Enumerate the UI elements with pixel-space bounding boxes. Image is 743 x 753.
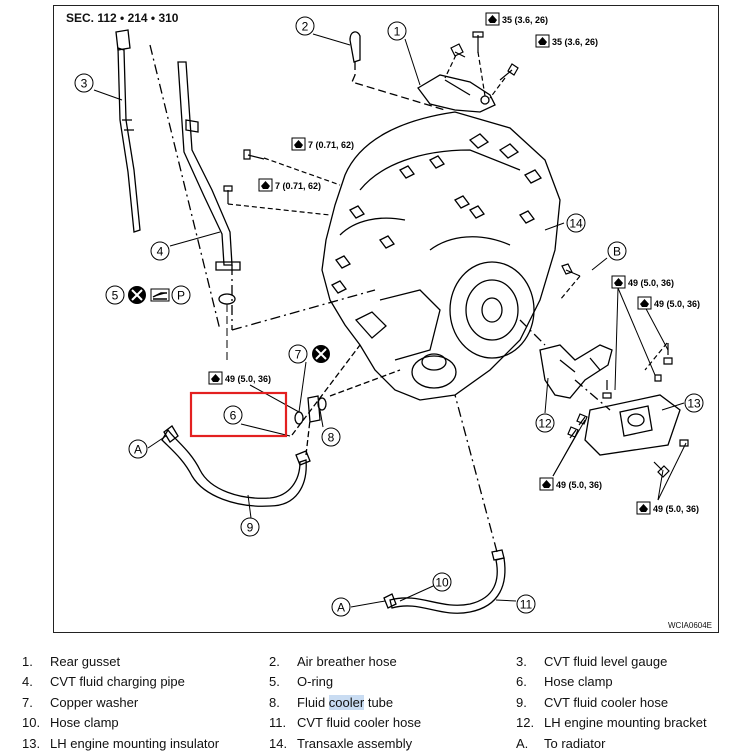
svg-text:A: A <box>134 443 142 457</box>
highlighted-word: cooler <box>328 695 365 710</box>
charging-pipe-drawing <box>149 44 376 331</box>
letter-circle-a2: A <box>331 597 351 617</box>
svg-text:7 (0.71, 62): 7 (0.71, 62) <box>308 140 354 150</box>
svg-text:8: 8 <box>328 431 335 445</box>
callout-10: 10 <box>432 572 452 592</box>
svg-text:14: 14 <box>569 217 583 231</box>
apply-fluid-icon <box>150 288 170 302</box>
callout-13: 13 <box>684 393 704 413</box>
svg-text:P: P <box>177 289 185 303</box>
svg-text:13: 13 <box>687 397 701 411</box>
svg-text:49 (5.0, 36): 49 (5.0, 36) <box>628 278 674 288</box>
torque-label-35-b: 35 (3.6, 26) <box>535 34 598 48</box>
cooler-hose-9-drawing <box>161 419 311 507</box>
air-breather-hose-drawing <box>349 31 446 111</box>
highlight-box <box>189 391 288 438</box>
parts-legend: 1.Rear gusset 2.Air breather hose 3.CVT … <box>22 654 707 751</box>
callout-6: 6 <box>223 405 243 425</box>
do-not-reuse-icon-7 <box>312 345 330 363</box>
svg-text:49 (5.0, 36): 49 (5.0, 36) <box>556 480 602 490</box>
torque-label-7-a: 7 (0.71, 62) <box>291 137 354 151</box>
figure-code: WCIA0604E <box>668 621 713 630</box>
torque-label-35-a: 35 (3.6, 26) <box>485 12 548 26</box>
torque-label-49-c: 49 (5.0, 36) <box>637 296 700 310</box>
letter-circle-a1: A <box>128 439 148 459</box>
diagram-frame <box>53 5 719 633</box>
svg-text:1: 1 <box>394 25 401 39</box>
cooler-hose-11-drawing <box>383 394 506 614</box>
mounting-bracket-drawing <box>519 319 681 456</box>
bracket-bolts <box>559 263 689 478</box>
callout-5: 5 <box>105 285 125 305</box>
callout-9: 9 <box>240 517 260 537</box>
callout-7: 7 <box>288 344 308 364</box>
gusset-bolts <box>444 31 519 99</box>
torque-label-7-b: 7 (0.71, 62) <box>258 178 321 192</box>
svg-text:5: 5 <box>112 289 119 303</box>
torque-label-49-a: 49 (5.0, 36) <box>208 371 271 385</box>
rear-gusset-drawing <box>417 74 496 113</box>
svg-text:6: 6 <box>230 409 237 423</box>
callout-1: 1 <box>387 21 407 41</box>
svg-text:11: 11 <box>520 598 533 612</box>
svg-text:49 (5.0, 36): 49 (5.0, 36) <box>654 299 700 309</box>
torque-label-49-d: 49 (5.0, 36) <box>539 477 602 491</box>
svg-text:2: 2 <box>302 20 309 34</box>
svg-text:7: 7 <box>295 348 302 362</box>
svg-text:49 (5.0, 36): 49 (5.0, 36) <box>225 374 271 384</box>
do-not-reuse-icon <box>128 286 146 304</box>
svg-text:35 (3.6, 26): 35 (3.6, 26) <box>502 15 548 25</box>
callout-12: 12 <box>535 413 555 433</box>
svg-text:7 (0.71, 62): 7 (0.71, 62) <box>275 181 321 191</box>
fluid-level-gauge-drawing <box>115 29 141 233</box>
transaxle-assembly-drawing <box>321 111 561 401</box>
svg-text:4: 4 <box>157 245 164 259</box>
svg-text:B: B <box>613 245 621 259</box>
fluid-cooler-tube-drawing <box>291 344 401 436</box>
torque-label-49-e: 49 (5.0, 36) <box>636 501 699 515</box>
letter-circle-p: P <box>171 285 191 305</box>
svg-text:A: A <box>337 601 345 615</box>
svg-text:12: 12 <box>538 417 552 431</box>
callout-3: 3 <box>74 73 94 93</box>
callout-4: 4 <box>150 241 170 261</box>
callout-11: 11 <box>516 594 536 614</box>
svg-text:49 (5.0, 36): 49 (5.0, 36) <box>653 504 699 514</box>
pipe-bolts <box>223 149 341 216</box>
callout-leaders <box>93 33 687 608</box>
svg-text:9: 9 <box>247 521 254 535</box>
callout-14: 14 <box>566 213 586 233</box>
svg-text:3: 3 <box>81 77 88 91</box>
torque-label-49-b: 49 (5.0, 36) <box>611 275 674 289</box>
callout-2: 2 <box>295 16 315 36</box>
svg-text:35 (3.6, 26): 35 (3.6, 26) <box>552 37 598 47</box>
svg-text:10: 10 <box>435 576 449 590</box>
section-reference: SEC. 112 • 214 • 310 <box>66 11 179 25</box>
letter-circle-b: B <box>607 241 627 261</box>
callout-8: 8 <box>321 427 341 447</box>
